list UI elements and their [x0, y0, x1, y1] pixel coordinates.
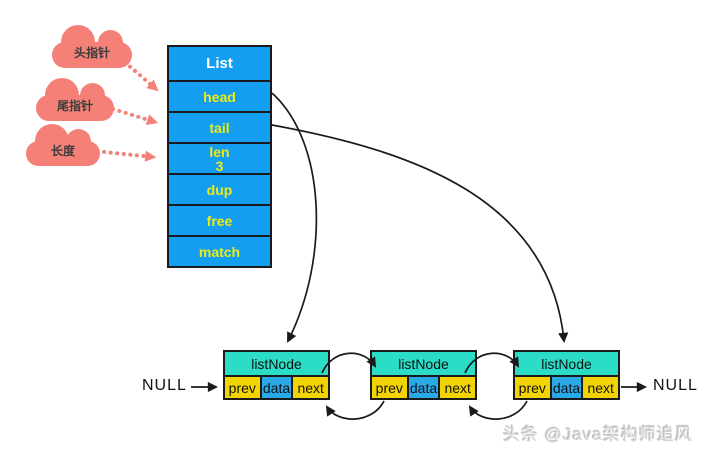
node-title: listNode — [372, 352, 475, 377]
cloud-shape — [26, 124, 100, 166]
length-label: 长度 — [50, 144, 75, 158]
next-cell: next — [293, 377, 329, 398]
list-struct-box: List head tail len 3 dup free match — [167, 45, 272, 268]
row-label: match — [198, 243, 241, 260]
row-label: dup — [206, 181, 233, 198]
prev-cell: prev — [225, 377, 262, 398]
list-title: List — [169, 47, 270, 82]
row-label: free — [206, 212, 233, 229]
list-row-head: head — [169, 82, 270, 113]
null-left-label: NULL — [142, 377, 187, 394]
node3-prev-arrow — [468, 400, 528, 420]
data-cell: data — [261, 377, 294, 398]
list-row-free: free — [169, 206, 270, 237]
node-cells: prev data next — [372, 377, 476, 398]
head-pointer-cloud: 头指针 — [52, 25, 132, 68]
tail-pointer-dotted-arrow — [111, 107, 159, 126]
watermark-text: 头条 @Java架构师追风 — [503, 425, 693, 444]
cloud-shape — [36, 78, 114, 121]
next-cell: next — [583, 377, 619, 398]
list-node-2: listNode prev data next — [370, 350, 477, 400]
length-cloud: 长度 — [26, 124, 100, 166]
data-cell: data — [551, 377, 584, 398]
tail-pointer-label: 尾指针 — [56, 98, 93, 113]
node2-prev-arrow — [325, 400, 385, 420]
prev-cell: prev — [515, 377, 552, 398]
row-label: tail — [209, 119, 230, 136]
list-row-dup: dup — [169, 175, 270, 206]
head-arrow — [271, 92, 318, 343]
list-row-tail: tail — [169, 113, 270, 144]
head-pointer-label: 头指针 — [73, 45, 110, 60]
row-label: head — [203, 88, 236, 105]
list-row-match: match — [169, 237, 270, 266]
length-dotted-arrow — [102, 150, 157, 162]
prev-cell: prev — [372, 377, 409, 398]
null-right-label: NULL — [653, 377, 698, 394]
node-title: listNode — [225, 352, 328, 377]
tail-pointer-cloud: 尾指针 — [36, 78, 114, 121]
node-title: listNode — [515, 352, 618, 377]
list-node-3: listNode prev data next — [513, 350, 620, 400]
data-cell: data — [408, 377, 441, 398]
node-cells: prev data next — [225, 377, 329, 398]
list-node-1: listNode prev data next — [223, 350, 330, 400]
row-label: len — [209, 143, 230, 160]
cloud-shape — [52, 25, 132, 68]
row-value: 3 — [215, 157, 224, 174]
node-cells: prev data next — [515, 377, 619, 398]
tail-arrow — [271, 124, 569, 344]
next-cell: next — [440, 377, 476, 398]
list-row-len: len 3 — [169, 144, 270, 175]
